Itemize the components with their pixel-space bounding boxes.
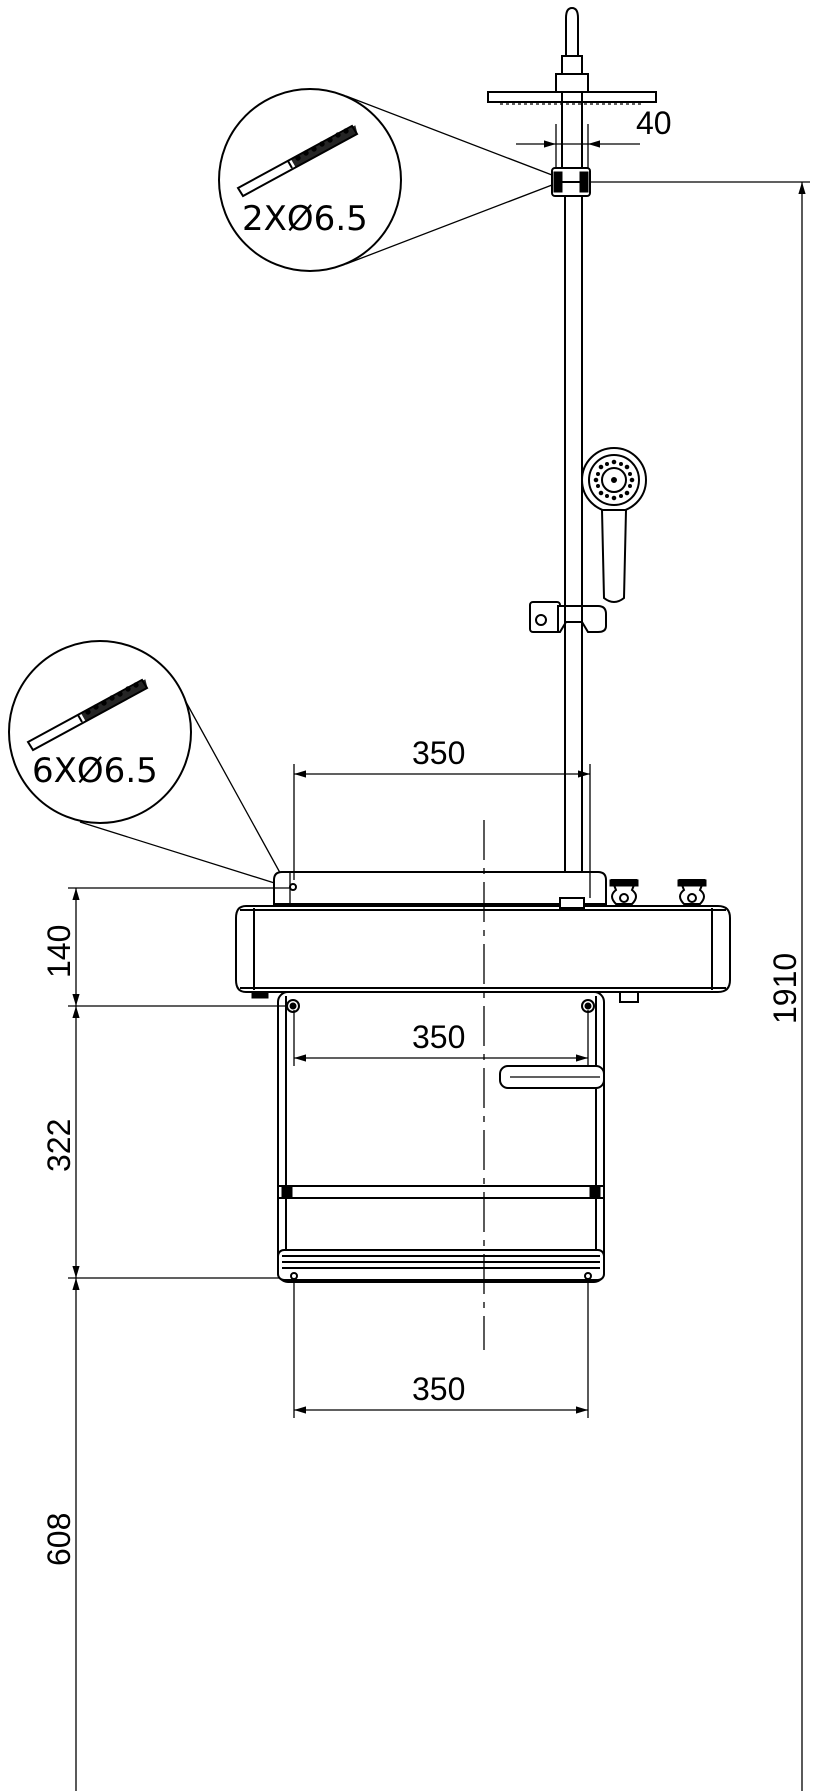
dim-height-cabinet-label: 322 [41,1119,77,1172]
drill-bit-icon [26,678,149,752]
wall-bracket-icon [551,167,591,197]
valve-handle-icon [609,879,639,905]
shower-riser-pipe [561,92,583,898]
valve-handle-icon [677,879,707,905]
dimension-height-total: 1910 [590,181,810,1791]
dim-width-bottom-label: 350 [412,1371,465,1407]
vanity-frame [277,991,605,1283]
dim-height-basin-label: 140 [41,925,77,978]
dimension-width-top: 350 [293,735,591,898]
dim-height-floor-label: 608 [41,1513,77,1566]
top-holes-label: 2XØ6.5 [242,199,368,239]
slide-holder [529,601,607,633]
side-holes-callout: 6XØ6.5 [8,640,285,887]
drill-bit-icon [236,124,359,198]
dim-width-middle-label: 350 [412,1019,465,1055]
top-holes-callout: 2XØ6.5 [218,88,553,272]
dim-shower-arm-label: 40 [636,105,672,141]
hand-shower-icon [581,447,647,603]
rain-shower-head-icon [487,6,657,105]
dim-height-total-label: 1910 [767,953,803,1024]
dimension-width-middle: 350 [293,1010,589,1066]
dimension-width-bottom: 350 [293,1280,589,1418]
dimension-shower-arm: 40 [516,105,672,168]
side-holes-label: 6XØ6.5 [32,751,158,791]
dim-width-top-label: 350 [412,735,465,771]
dimension-heights-left: 140 322 608 [41,887,290,1791]
wash-basin [235,871,731,1003]
